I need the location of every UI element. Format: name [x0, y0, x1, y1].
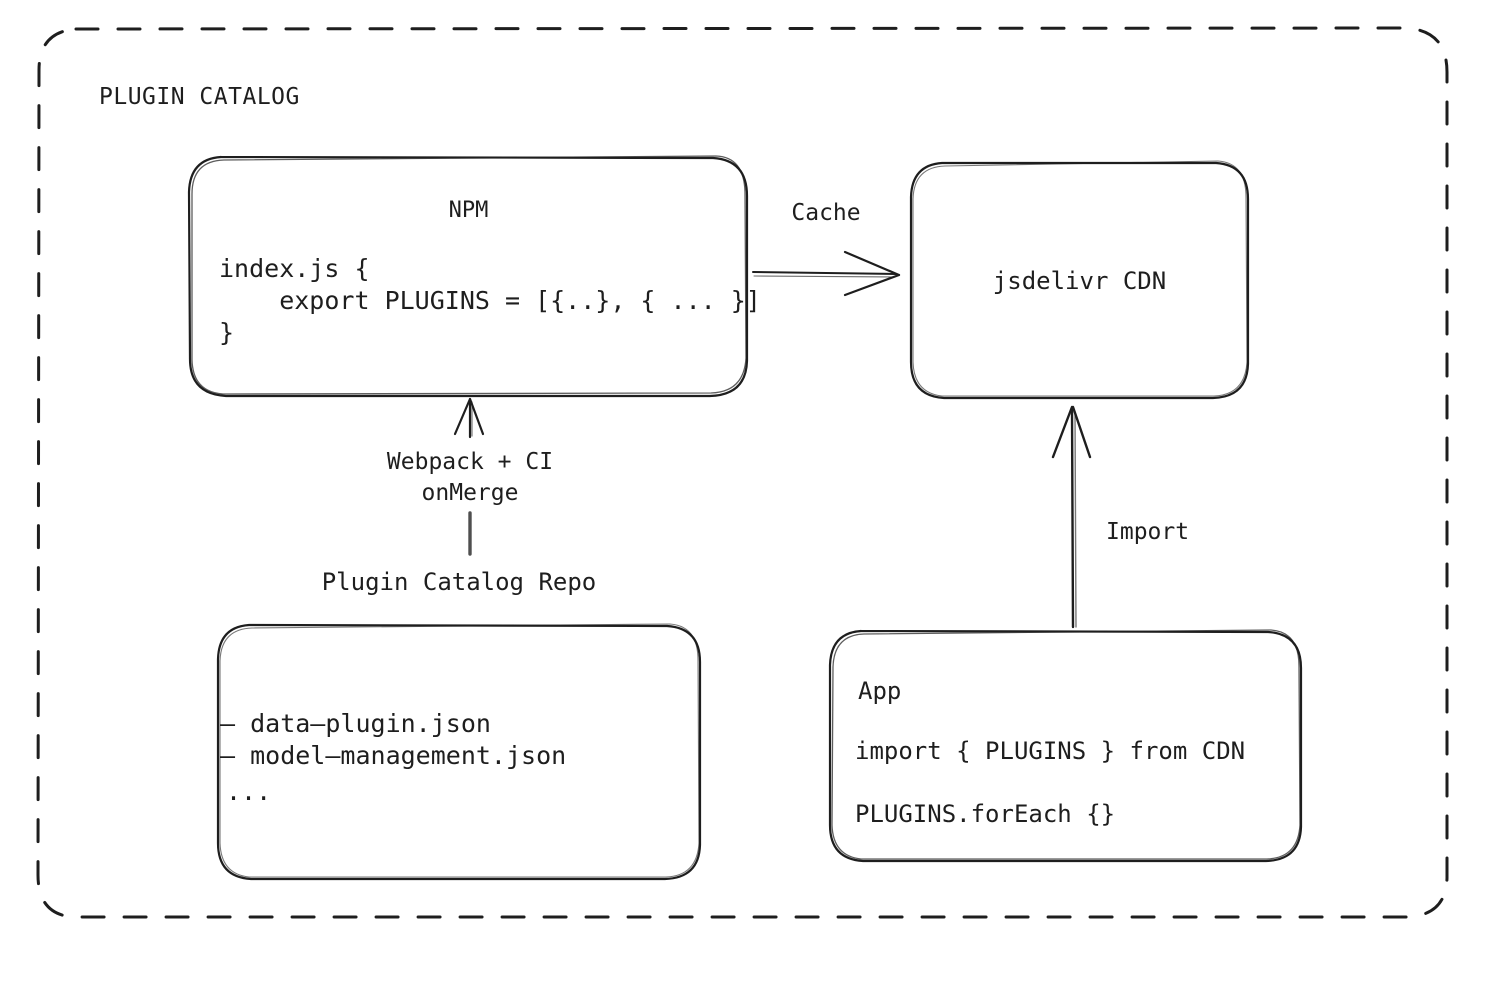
webpack-ci-edge-label-line1: Webpack + CI: [386, 449, 554, 475]
npm-node-title: NPM: [448, 198, 489, 223]
repo-file-item-3: ...: [226, 777, 272, 806]
app-code-line-1: import { PLUGINS } from CDN: [855, 737, 1246, 765]
cdn-node-title: jsdelivr CDN: [992, 267, 1167, 295]
webpack-ci-arrow: [453, 397, 485, 556]
import-arrow: [1051, 405, 1092, 629]
npm-code-line-3: }: [219, 318, 235, 347]
repo-node-label: Plugin Catalog Repo: [321, 568, 597, 596]
cache-edge-label: Cache: [791, 200, 861, 226]
cache-arrow: [752, 250, 901, 297]
webpack-ci-edge-label-line2: onMerge: [421, 480, 519, 506]
app-node-title: App: [858, 677, 902, 705]
repo-file-item-1: – data–plugin.json: [220, 709, 491, 738]
app-code-line-2: PLUGINS.forEach {}: [855, 800, 1116, 828]
npm-code-line-1: index.js {: [219, 254, 370, 283]
repo-file-item-2: – model–management.json: [220, 741, 567, 770]
plugin-catalog-title: PLUGIN CATALOG: [99, 84, 300, 110]
npm-code-line-2: export PLUGINS = [{..}, { ... }]: [219, 286, 761, 315]
import-edge-label: Import: [1106, 519, 1190, 545]
